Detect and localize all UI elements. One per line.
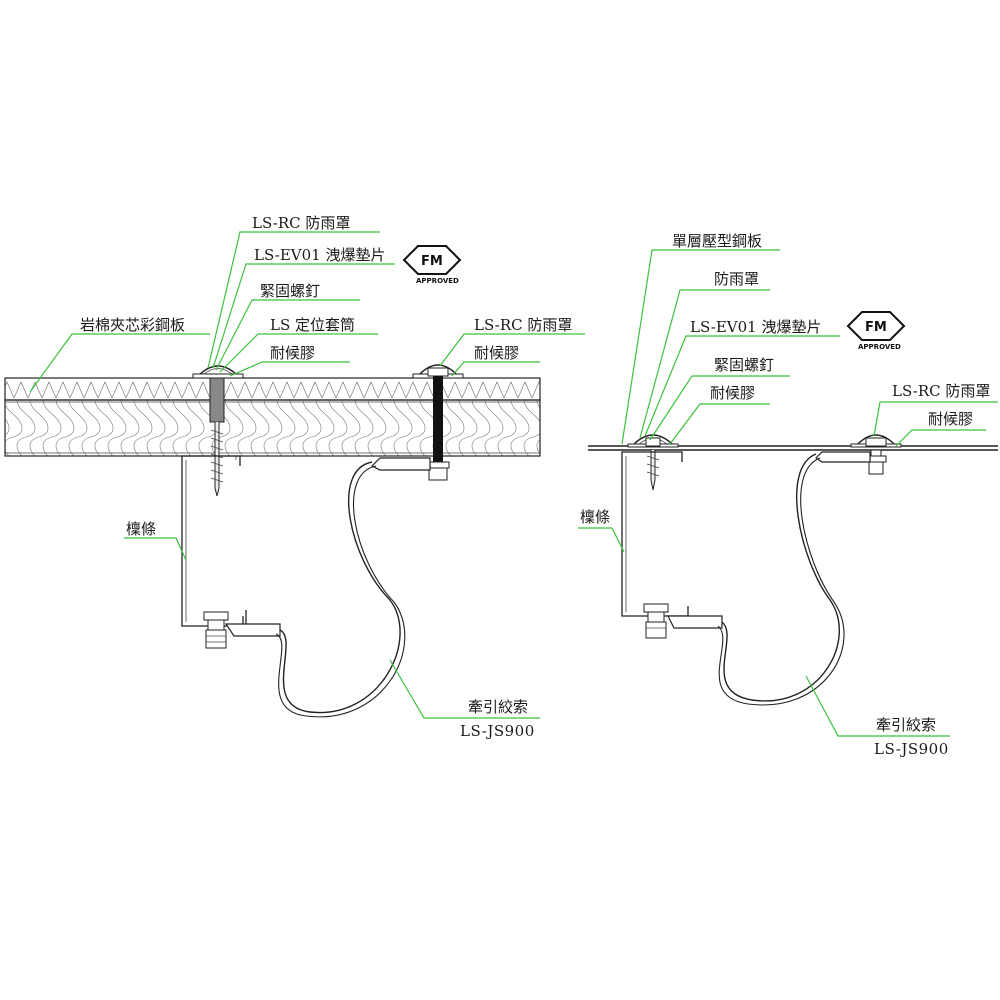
label-positioning-sleeve: LS 定位套筒 <box>270 316 355 334</box>
cable-top-bracket-right <box>815 451 871 463</box>
label-fastening-screw-right: 緊固螺釘 <box>714 356 774 374</box>
right-leaders <box>578 249 998 737</box>
label-sealant-right-side: 耐候膠 <box>928 410 973 428</box>
label-traction-cable: 牽引絞索 <box>468 698 528 716</box>
svg-text:FM: FM <box>865 320 887 335</box>
purlin-right <box>621 451 689 617</box>
label-rc-cap-right: LS-RC 防雨罩 <box>474 316 572 334</box>
label-purlin-right: 檁條 <box>580 508 610 526</box>
label-cable-model-right: LS-JS900 <box>874 740 949 758</box>
svg-text:APPROVED: APPROVED <box>416 277 459 285</box>
label-steel-sheet: 單層壓型鋼板 <box>672 232 762 250</box>
cable-top-bracket <box>370 457 431 471</box>
right-detail: 單層壓型鋼板 防雨罩 LS-EV01 洩爆墊片 緊固螺釘 耐候膠 LS-RC 防… <box>578 232 998 758</box>
purlin-bolt-left <box>203 611 229 649</box>
label-sandwich-panel: 岩棉夾芯彩鋼板 <box>80 316 185 334</box>
svg-text:APPROVED: APPROVED <box>858 343 901 351</box>
rock-wool-sandwich-panel <box>4 377 541 457</box>
label-rain-cap: 防雨罩 <box>714 270 759 288</box>
left-leaders <box>29 231 585 719</box>
label-purlin: 檁條 <box>126 520 156 538</box>
cable-bottom-bracket-right <box>667 615 723 629</box>
label-sealant-right-detail: 耐候膠 <box>710 384 755 402</box>
purlin-left <box>181 455 247 627</box>
cable-bottom-bracket <box>224 623 281 637</box>
positioning-sleeve <box>209 377 225 423</box>
label-traction-cable-right: 牽引絞索 <box>876 716 936 734</box>
label-sealant: 耐候膠 <box>270 344 315 362</box>
fastening-screw-right <box>646 450 660 491</box>
label-rc-cap-right-detail: LS-RC 防雨罩 <box>892 382 990 400</box>
svg-text:FM: FM <box>421 254 443 269</box>
purlin-bolt-right <box>643 603 669 639</box>
label-cable-model: LS-JS900 <box>460 722 535 740</box>
traction-cable-left <box>275 461 406 718</box>
fastening-screw-left <box>210 422 224 497</box>
label-sealant-right: 耐候膠 <box>474 344 519 362</box>
rain-cap-right-left <box>627 434 679 448</box>
left-detail: LS-RC 防雨罩 LS-EV01 洩爆墊片 緊固螺釘 LS 定位套筒 耐候膠 … <box>4 214 585 740</box>
label-rc-cap: LS-RC 防雨罩 <box>252 214 350 232</box>
label-fastening-screw: 緊固螺釘 <box>260 282 320 300</box>
rain-cap-left <box>192 365 244 379</box>
label-ev01-gasket-right: LS-EV01 洩爆墊片 <box>690 318 822 336</box>
label-ev01-gasket: LS-EV01 洩爆墊片 <box>254 246 386 264</box>
fm-approved-logo-right: FM APPROVED <box>846 311 906 351</box>
traction-cable-right <box>717 453 845 706</box>
fm-approved-logo-left: FM APPROVED <box>402 245 462 285</box>
